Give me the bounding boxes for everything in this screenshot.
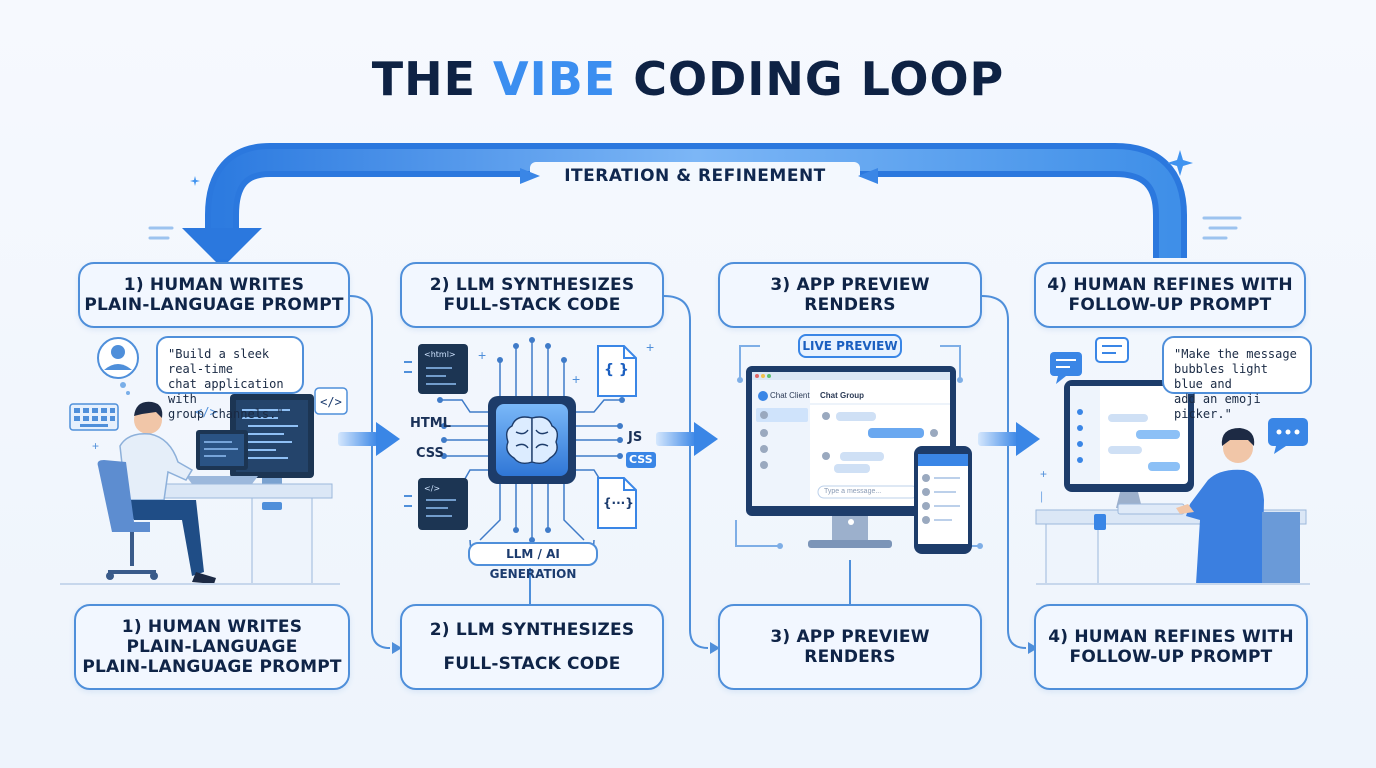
step-3-card-bottom: 3) APP PREVIEW RENDERS xyxy=(718,604,982,690)
step-2-bottom-line2: FULL-STACK CODE xyxy=(443,654,621,674)
human-writing-illustration: </> </> + xyxy=(60,337,348,585)
chat-icon xyxy=(1050,337,1308,454)
step-4-bottom-line2: FOLLOW-UP PROMPT xyxy=(1069,647,1273,667)
app-name: Chat Client xyxy=(770,391,810,400)
js-label: JS xyxy=(628,430,643,445)
step-3-bottom-line2: RENDERS xyxy=(804,647,896,667)
svg-text:+: + xyxy=(572,371,580,387)
svg-text:</>: </> xyxy=(195,405,217,419)
title-part1: THE xyxy=(371,52,494,106)
brain-chip-icon xyxy=(505,416,559,465)
braces-file-glyph: {···} xyxy=(603,496,634,510)
step-1-bottom-line3: PLAIN-LANGUAGE PROMPT xyxy=(82,657,342,677)
connector-arrowheads xyxy=(392,642,1038,654)
step-1-top-line2: PLAIN-LANGUAGE PROMPT xyxy=(84,295,344,315)
sparkle-icon xyxy=(190,150,1193,186)
decor-lines xyxy=(148,216,1242,240)
prompt-line3: group channels." xyxy=(168,407,284,421)
html-open-tag: <html> xyxy=(424,350,456,359)
loop-label: ITERATION & REFINEMENT xyxy=(564,166,826,186)
svg-text:</>: </> xyxy=(320,395,342,409)
app-preview-illustration xyxy=(735,345,983,554)
html-label: HTML xyxy=(410,416,451,431)
prompt-line2: chat application with xyxy=(168,377,284,406)
live-preview-badge: LIVE PREVIEW xyxy=(798,334,902,358)
file-icon xyxy=(597,345,637,529)
css-badge: CSS xyxy=(629,453,653,466)
connector-lines xyxy=(349,295,1027,649)
step-4-top-line1: 4) HUMAN REFINES WITH xyxy=(1047,275,1293,295)
svg-text:|: | xyxy=(1040,489,1043,503)
code-tag: </> xyxy=(424,484,441,493)
page-title: THE VIBE CODING LOOP xyxy=(0,52,1376,106)
svg-text:+: + xyxy=(1040,467,1047,481)
llm-chip-illustration: + + + xyxy=(404,337,656,561)
step-4-top-line2: FOLLOW-UP PROMPT xyxy=(1068,295,1272,315)
step-2-top-line2: FULL-STACK CODE xyxy=(443,295,621,315)
followup-line2: bubbles light blue and xyxy=(1174,362,1268,391)
step-4-card-top: 4) HUMAN REFINES WITH FOLLOW-UP PROMPT xyxy=(1034,262,1306,328)
step-2-top-line1: 2) LLM SYNTHESIZES xyxy=(429,275,635,295)
step-4-card-bottom: 4) HUMAN REFINES WITH FOLLOW-UP PROMPT xyxy=(1034,604,1308,690)
iteration-loop-arrow xyxy=(182,143,1187,268)
followup-bubble: "Make the message bubbles light blue and… xyxy=(1162,336,1312,421)
css-label: CSS xyxy=(416,446,444,461)
step-2-card-bottom: 2) LLM SYNTHESIZES FULL-STACK CODE xyxy=(400,604,664,690)
step-2-bottom-line1: 2) LLM SYNTHESIZES xyxy=(429,620,635,640)
title-part2: CODING LOOP xyxy=(616,52,1005,106)
step-1-card-bottom: 1) HUMAN WRITES PLAIN-LANGUAGE PLAIN-LAN… xyxy=(74,604,350,690)
step-3-card-top: 3) APP PREVIEW RENDERS xyxy=(718,262,982,328)
followup-line1: "Make the message xyxy=(1174,347,1297,361)
human-refining-illustration: + | xyxy=(1035,337,1310,585)
step-4-bottom-line1: 4) HUMAN REFINES WITH xyxy=(1048,627,1294,647)
svg-text:+: + xyxy=(646,339,654,355)
step-3-top-line2: RENDERS xyxy=(804,295,896,315)
json-file-glyph: { } xyxy=(604,362,629,378)
followup-line3: add an emoji picker." xyxy=(1174,392,1261,421)
arrow-right-icon xyxy=(338,422,1040,456)
step-3-bottom-line1: 3) APP PREVIEW xyxy=(770,627,930,647)
title-highlight: VIBE xyxy=(493,52,617,106)
prompt-bubble: "Build a sleek real-time chat applicatio… xyxy=(156,336,304,421)
step-3-top-line1: 3) APP PREVIEW xyxy=(770,275,930,295)
step-1-card-top: 1) HUMAN WRITES PLAIN-LANGUAGE PROMPT xyxy=(78,262,350,328)
step-1-bottom-line1: 1) HUMAN WRITES xyxy=(121,617,303,637)
step-1-bottom-line2: PLAIN-LANGUAGE xyxy=(126,637,298,657)
step-1-top-line1: 1) HUMAN WRITES xyxy=(123,275,305,295)
step-2-card-top: 2) LLM SYNTHESIZES FULL-STACK CODE xyxy=(400,262,664,328)
svg-text:+: + xyxy=(478,347,486,363)
llm-generation-label: LLM / AI GENERATION xyxy=(468,542,598,581)
svg-text:+: + xyxy=(92,439,99,453)
message-input-placeholder: Type a message... xyxy=(824,488,882,495)
chat-title: Chat Group xyxy=(820,391,864,400)
prompt-line1: "Build a sleek real-time xyxy=(168,347,270,376)
